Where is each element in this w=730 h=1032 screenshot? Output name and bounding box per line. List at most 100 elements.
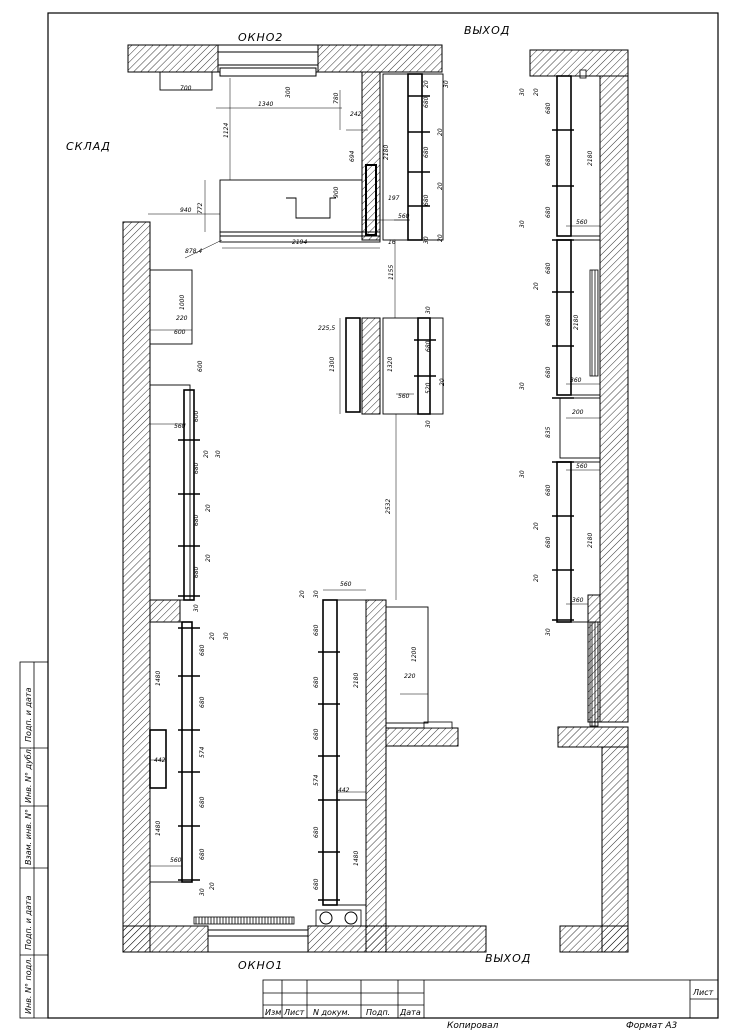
svg-text:680: 680 [199,696,206,708]
svg-text:30: 30 [443,80,450,88]
svg-text:680: 680 [313,728,320,740]
side-podp-data-2: Подп. и дата [24,687,33,742]
svg-text:2180: 2180 [353,673,360,688]
svg-text:560: 560 [576,219,588,226]
svg-text:30: 30 [423,236,430,244]
side-inv-dubl: Инв. N° дубл. [24,747,33,803]
svg-text:360: 360 [572,597,584,604]
svg-text:680: 680 [313,676,320,688]
svg-text:20: 20 [533,574,540,582]
stamp-izm: Изм [265,1008,281,1017]
side-vzam-inv: Взам. инв. N° [24,809,33,865]
label-exit-bottom: ВЫХОД [485,952,531,965]
radiator-right-lower [589,621,599,727]
svg-text:360: 360 [570,377,582,384]
svg-text:2180: 2180 [587,151,594,166]
svg-text:680: 680 [423,194,430,206]
label-sklad: СКЛАД [66,140,111,153]
svg-text:20: 20 [209,882,216,890]
svg-text:30: 30 [223,632,230,640]
stamp-kopiroval: Копировал [447,1021,499,1031]
svg-text:878,4: 878,4 [185,248,202,255]
svg-text:20: 20 [205,504,212,512]
window-okno2 [217,44,319,77]
svg-text:1300: 1300 [329,357,336,372]
dimension-lines [148,78,600,867]
svg-text:680: 680 [199,796,206,808]
svg-text:225,5: 225,5 [318,325,335,332]
svg-text:560: 560 [398,213,410,220]
svg-text:680: 680 [425,340,432,352]
side-stamp [19,661,49,1019]
svg-text:30: 30 [519,88,526,96]
svg-text:600: 600 [174,329,186,336]
svg-text:20: 20 [205,554,212,562]
stamp-list-right: Лист [692,988,714,997]
svg-text:1480: 1480 [155,671,162,686]
svg-text:680: 680 [545,206,552,218]
svg-text:600: 600 [193,410,200,422]
svg-text:780: 780 [333,92,340,104]
svg-text:680: 680 [545,262,552,274]
fixture-circle-2 [344,911,358,925]
svg-text:560: 560 [170,857,182,864]
svg-text:680: 680 [545,154,552,166]
svg-text:680: 680 [423,146,430,158]
svg-text:835: 835 [545,426,552,438]
svg-text:2532: 2532 [385,499,392,514]
svg-text:20: 20 [533,282,540,290]
svg-text:20: 20 [533,88,540,96]
svg-text:694: 694 [349,150,356,162]
svg-text:560: 560 [576,463,588,470]
svg-text:2180: 2180 [587,533,594,548]
svg-text:20: 20 [209,632,216,640]
svg-text:1320: 1320 [387,357,394,372]
svg-text:680: 680 [313,826,320,838]
svg-text:560: 560 [398,393,410,400]
svg-text:700: 700 [180,85,192,92]
svg-text:30: 30 [313,590,320,598]
svg-text:20: 20 [439,378,446,386]
svg-text:600: 600 [197,360,204,372]
svg-text:2180: 2180 [383,145,390,160]
svg-text:940: 940 [180,207,192,214]
svg-text:574: 574 [313,774,320,786]
svg-text:520: 520 [425,382,432,394]
svg-text:300: 300 [285,86,292,98]
furniture [149,71,601,906]
svg-text:30: 30 [193,604,200,612]
svg-text:772: 772 [197,202,204,214]
side-podp-data-1: Подп. и дата [24,895,33,950]
stamp-list: Лист [283,1008,305,1017]
svg-text:2194: 2194 [292,239,307,246]
vent-center [423,721,453,729]
svg-text:20: 20 [437,182,444,190]
svg-text:30: 30 [425,306,432,314]
svg-text:242: 242 [350,111,362,118]
label-exit-top: ВЫХОД [464,24,510,37]
svg-text:1155: 1155 [388,265,395,280]
svg-text:20: 20 [423,80,430,88]
side-inv-podl: Инв. N° подл. [24,957,33,1014]
svg-text:30: 30 [519,382,526,390]
stamp-format: Формат А3 [626,1021,678,1031]
svg-text:200: 200 [572,409,584,416]
radiator-bottom [193,916,295,925]
svg-text:680: 680 [193,462,200,474]
dimension-labels: 700 1340 300 780 242 1124 694 2180 680 6… [154,80,594,896]
svg-text:197: 197 [388,195,400,202]
svg-text:1200: 1200 [411,647,418,662]
svg-text:30: 30 [519,220,526,228]
svg-text:30: 30 [545,628,552,636]
shelf-ticks [178,95,574,901]
window-okno1 [207,929,309,953]
svg-text:442: 442 [338,787,350,794]
svg-text:560: 560 [174,423,186,430]
svg-text:680: 680 [313,878,320,890]
svg-text:680: 680 [545,536,552,548]
svg-text:680: 680 [199,848,206,860]
svg-text:16: 16 [388,239,396,246]
stamp-ndokum: N докум. [313,1008,350,1017]
svg-text:442: 442 [154,757,166,764]
